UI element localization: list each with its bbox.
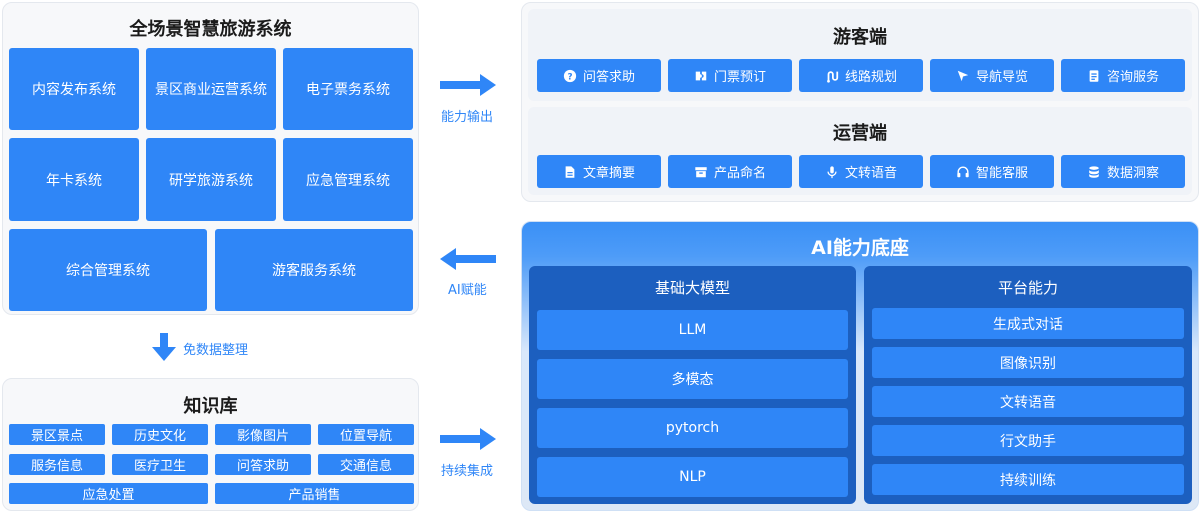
- knowledge-item: 医疗卫生: [112, 454, 208, 475]
- question-icon: ?: [563, 69, 577, 82]
- visitor-item-label: 门票预订: [713, 70, 766, 85]
- panel-title: 全场景智慧旅游系统: [129, 19, 292, 40]
- right-arrow-icon: [440, 428, 496, 450]
- operation-item-label: 智能客服: [975, 166, 1028, 181]
- foundation-models-column: 基础大模型 LLM 多模态 pytorch NLP: [529, 266, 856, 504]
- box-icon: [695, 166, 707, 177]
- foundation-models-title: 基础大模型: [654, 279, 730, 297]
- platform-capability-column: 平台能力 生成式对话 图像识别 文转语音 行文助手 持续训练: [864, 266, 1192, 504]
- visitor-item: 咨询服务: [1061, 59, 1185, 92]
- platform-capability-title: 平台能力: [997, 279, 1058, 297]
- visitor-item: 门票预订: [668, 59, 792, 92]
- left-arrow-icon: [440, 248, 496, 270]
- operation-section: 运营端 文章摘要 产品命名 文转语音 智能客服 数据洞察: [528, 107, 1192, 195]
- system-tile: 内容发布系统: [9, 48, 139, 130]
- continuous-integration-label: 持续集成: [441, 464, 494, 479]
- route-icon: [827, 70, 839, 83]
- knowledge-item: 问答求助: [215, 454, 311, 475]
- visitor-item-label: 问答求助: [582, 70, 635, 85]
- visitor-item-label: 线路规划: [844, 70, 897, 85]
- smart-tourism-system-panel: 全场景智慧旅游系统 内容发布系统 景区商业运营系统 电子票务系统 年卡系统 研学…: [2, 2, 419, 315]
- panel-title: 知识库: [183, 396, 238, 417]
- capability-item: 图像识别: [872, 347, 1184, 378]
- down-arrow-icon: [152, 333, 176, 361]
- operation-title: 运营端: [833, 123, 887, 144]
- visitor-item-label: 导航导览: [975, 70, 1028, 85]
- model-item: LLM: [537, 310, 848, 350]
- navigation-icon: [957, 70, 969, 81]
- operation-item: 数据洞察: [1061, 155, 1185, 188]
- knowledge-item: 景区景点: [9, 424, 105, 445]
- system-tile: 游客服务系统: [215, 229, 413, 311]
- headset-icon: [957, 166, 969, 177]
- system-tile: 电子票务系统: [283, 48, 413, 130]
- ai-empower-label: AI赋能: [448, 283, 487, 298]
- model-item: NLP: [537, 457, 848, 497]
- model-item: pytorch: [537, 408, 848, 448]
- knowledge-item: 交通信息: [318, 454, 414, 475]
- operation-item: 产品命名: [668, 155, 792, 188]
- operation-item-label: 文转语音: [844, 166, 897, 181]
- visitor-title: 游客端: [833, 27, 887, 48]
- operation-item-label: 数据洞察: [1106, 166, 1159, 181]
- capability-item: 行文助手: [872, 425, 1184, 456]
- capability-item: 生成式对话: [872, 308, 1184, 339]
- operation-item-label: 产品命名: [713, 166, 766, 181]
- ai-foundation-title: AI能力底座: [811, 237, 909, 259]
- visitor-item-label: 咨询服务: [1106, 70, 1159, 85]
- svg-text:?: ?: [567, 72, 572, 82]
- no-data-prep-label: 免数据整理: [183, 343, 249, 358]
- model-item: 多模态: [537, 359, 848, 399]
- client-panel: 游客端 ? 问答求助 门票预订 线路规划 导航导览 咨询服务 运营端 文章摘要: [521, 2, 1199, 202]
- capability-item: 持续训练: [872, 464, 1184, 495]
- right-arrow-icon: [440, 74, 496, 96]
- knowledge-item: 位置导航: [318, 424, 414, 445]
- ticket-icon: [695, 71, 707, 80]
- microphone-icon: [827, 165, 837, 178]
- operation-item: 文章摘要: [537, 155, 661, 188]
- knowledge-item: 服务信息: [9, 454, 105, 475]
- ai-foundation-panel: AI能力底座 基础大模型 LLM 多模态 pytorch NLP 平台能力 生成…: [521, 221, 1199, 511]
- visitor-item: 线路规划: [799, 59, 923, 92]
- knowledge-item: 历史文化: [112, 424, 208, 445]
- operation-item: 文转语音: [799, 155, 923, 188]
- knowledge-item: 影像图片: [215, 424, 311, 445]
- knowledge-base-panel: 知识库 景区景点 历史文化 影像图片 位置导航 服务信息 医疗卫生 问答求助 交…: [2, 378, 419, 511]
- visitor-item: ? 问答求助: [537, 59, 661, 92]
- system-tile: 研学旅游系统: [146, 138, 276, 221]
- capability-output-label: 能力输出: [441, 110, 494, 125]
- system-tile: 应急管理系统: [283, 138, 413, 221]
- system-tile: 综合管理系统: [9, 229, 207, 311]
- database-icon: [1089, 165, 1099, 178]
- system-tile: 年卡系统: [9, 138, 139, 221]
- file-icon: [565, 165, 575, 178]
- operation-item-label: 文章摘要: [582, 166, 635, 181]
- visitor-section: 游客端 ? 问答求助 门票预订 线路规划 导航导览 咨询服务: [528, 9, 1192, 101]
- capability-item: 文转语音: [872, 386, 1184, 417]
- operation-item: 智能客服: [930, 155, 1054, 188]
- visitor-item: 导航导览: [930, 59, 1054, 92]
- document-icon: [1089, 69, 1099, 82]
- knowledge-item: 应急处置: [9, 483, 208, 504]
- knowledge-item: 产品销售: [215, 483, 414, 504]
- system-tile: 景区商业运营系统: [146, 48, 276, 130]
